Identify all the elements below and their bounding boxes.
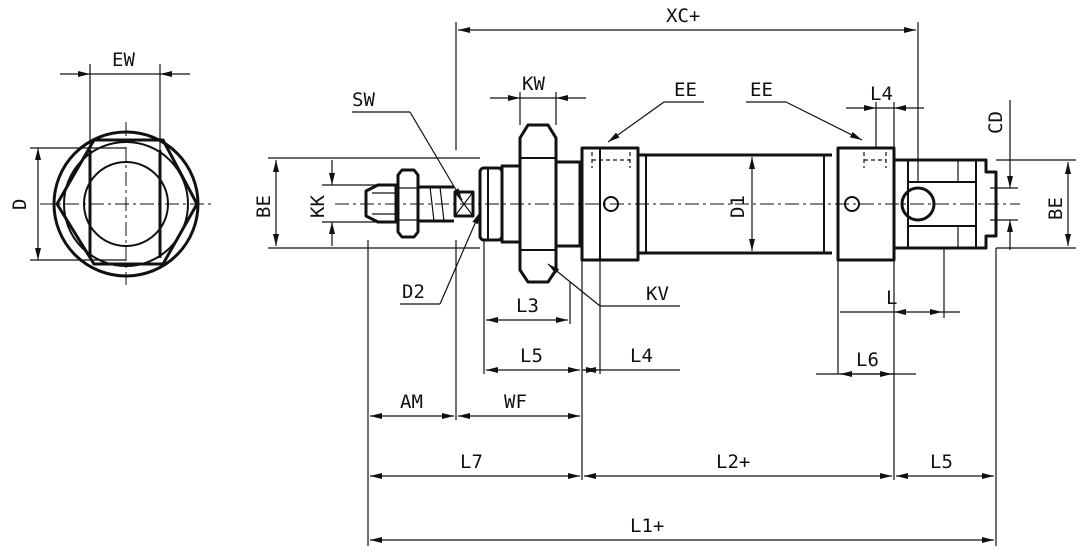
ee-right-leader xyxy=(785,101,863,141)
label-l4-top: L4 xyxy=(870,83,893,105)
label-l1: L1+ xyxy=(630,515,664,537)
rear-clevis xyxy=(894,158,998,250)
cylinder-barrel xyxy=(638,153,832,255)
end-view: EW D xyxy=(9,49,212,285)
front-cover-thread-rear xyxy=(554,160,582,248)
front-end-cap xyxy=(580,146,640,262)
label-kv: KV xyxy=(646,283,669,305)
label-l7: L7 xyxy=(460,451,483,473)
label-be-left: BE xyxy=(253,195,275,218)
label-l4-mid: L4 xyxy=(630,345,653,367)
label-kk: KK xyxy=(307,195,329,218)
kv-leader xyxy=(547,263,601,307)
label-l: L xyxy=(886,287,897,309)
rod-wrench-flat xyxy=(453,190,475,218)
label-l3: L3 xyxy=(516,295,539,317)
clevis-pin-hole xyxy=(900,186,936,222)
ee-left-leader xyxy=(607,101,665,143)
label-be-right: BE xyxy=(1045,197,1067,220)
label-cd: CD xyxy=(985,111,1007,134)
label-d2: D2 xyxy=(402,281,425,303)
label-xc: XC+ xyxy=(666,5,700,27)
label-ew: EW xyxy=(112,49,135,71)
label-l5-mid: L5 xyxy=(520,345,543,367)
label-wf: WF xyxy=(504,391,527,413)
label-l5-right: L5 xyxy=(930,451,953,473)
side-view: D1 xyxy=(335,123,1020,284)
label-ee-left: EE xyxy=(674,79,697,101)
label-d: D xyxy=(9,199,31,210)
rod-lock-nut xyxy=(396,168,420,239)
sw-leader xyxy=(409,111,463,201)
rear-end-cap xyxy=(836,146,896,262)
label-l2: L2+ xyxy=(716,451,750,473)
front-port-hole xyxy=(603,196,619,212)
label-kw: KW xyxy=(522,73,545,95)
label-d1: D1 xyxy=(727,195,749,218)
dimensions: XC+ KW SW EE EE L4 CD xyxy=(253,5,1076,546)
label-am: AM xyxy=(400,391,423,413)
rear-port-hole xyxy=(844,196,860,212)
label-l6: L6 xyxy=(856,349,879,371)
label-ee-right: EE xyxy=(750,79,773,101)
label-sw: SW xyxy=(352,89,375,111)
d2-leader xyxy=(439,211,481,305)
